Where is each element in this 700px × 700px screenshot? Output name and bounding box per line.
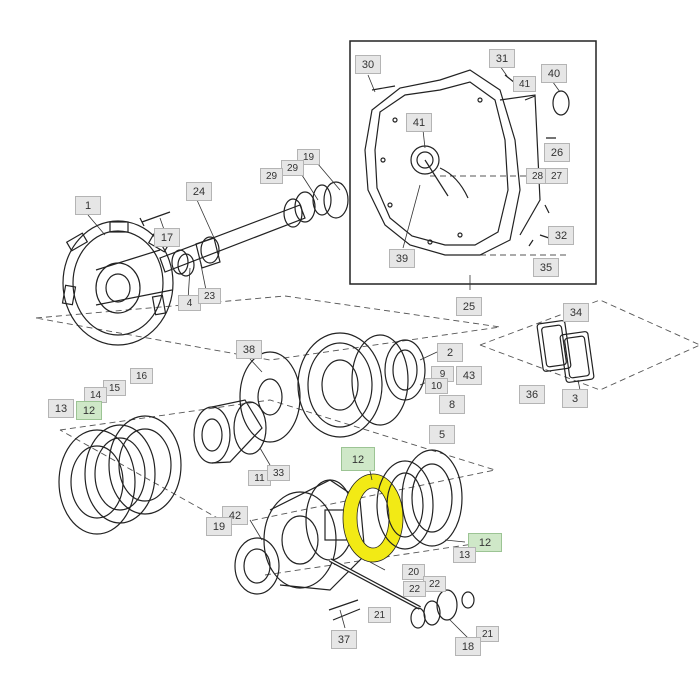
part-label-23: 23 bbox=[198, 288, 221, 304]
part-label-12-right: 12 bbox=[468, 533, 502, 552]
splined-hub bbox=[193, 399, 267, 464]
piston-assembly bbox=[297, 332, 426, 438]
transmission-housing bbox=[364, 69, 570, 256]
part-label-16: 16 bbox=[130, 368, 153, 384]
part-label-21-left: 21 bbox=[368, 607, 391, 623]
part-label-12-center: 12 bbox=[341, 447, 375, 471]
part-label-19-lower: 19 bbox=[206, 517, 232, 536]
pressure-plate bbox=[239, 351, 301, 443]
part-label-12-left: 12 bbox=[76, 401, 102, 420]
clutch-carrier bbox=[234, 479, 366, 595]
part-label-8: 8 bbox=[439, 395, 465, 414]
part-label-25: 25 bbox=[456, 297, 482, 316]
part-label-41-right: 41 bbox=[513, 76, 536, 92]
part-label-32: 32 bbox=[548, 226, 574, 245]
right-clutch-pack bbox=[376, 449, 463, 550]
part-label-30: 30 bbox=[355, 55, 381, 74]
part-label-13-right: 13 bbox=[453, 547, 476, 563]
left-clutch-pack bbox=[58, 415, 182, 535]
part-label-35: 35 bbox=[533, 258, 559, 277]
side-covers bbox=[536, 320, 595, 383]
part-label-2: 2 bbox=[437, 343, 463, 362]
clutch-drum bbox=[61, 220, 174, 346]
part-label-31: 31 bbox=[489, 49, 515, 68]
small-gear-assembly bbox=[328, 589, 475, 629]
bolt-17 bbox=[139, 211, 171, 227]
part-label-29-lower: 29 bbox=[260, 168, 283, 184]
part-label-15: 15 bbox=[103, 380, 126, 396]
part-label-34: 34 bbox=[563, 303, 589, 322]
part-label-40: 40 bbox=[541, 64, 567, 83]
part-label-5: 5 bbox=[429, 425, 455, 444]
part-label-22-upper: 22 bbox=[423, 576, 446, 592]
part-label-39: 39 bbox=[389, 249, 415, 268]
part-label-3: 3 bbox=[562, 389, 588, 408]
part-label-27: 27 bbox=[545, 168, 568, 184]
part-label-41-center: 41 bbox=[406, 113, 432, 132]
part-label-10: 10 bbox=[425, 378, 448, 394]
part-label-18: 18 bbox=[455, 637, 481, 656]
part-label-1: 1 bbox=[75, 196, 101, 215]
part-label-36: 36 bbox=[519, 385, 545, 404]
part-label-29-upper: 29 bbox=[281, 160, 304, 176]
highlighted-friction-disc bbox=[343, 474, 403, 562]
part-label-26: 26 bbox=[544, 143, 570, 162]
part-label-20: 20 bbox=[402, 564, 425, 580]
part-label-21-right: 21 bbox=[476, 626, 499, 642]
part-label-38: 38 bbox=[236, 340, 262, 359]
part-label-43: 43 bbox=[456, 366, 482, 385]
housing-detail-box bbox=[349, 40, 597, 285]
part-label-17: 17 bbox=[154, 228, 180, 247]
part-label-13-left: 13 bbox=[48, 399, 74, 418]
part-label-37: 37 bbox=[331, 630, 357, 649]
part-label-22-lower: 22 bbox=[403, 581, 426, 597]
part-label-33: 33 bbox=[267, 465, 290, 481]
part-label-24: 24 bbox=[186, 182, 212, 201]
